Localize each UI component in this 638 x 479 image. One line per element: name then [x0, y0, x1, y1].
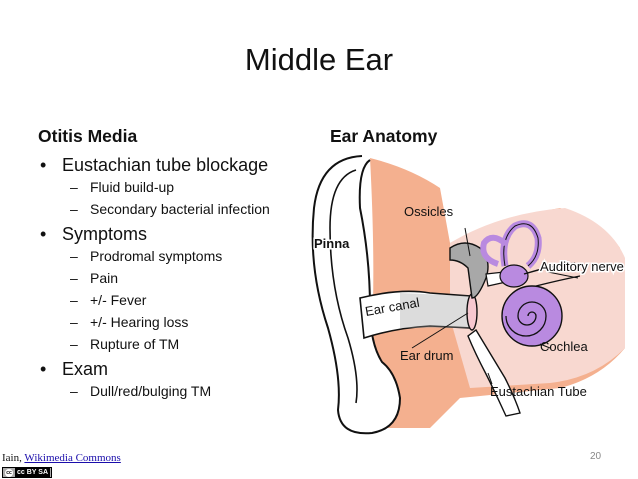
sub-bullet-secondary-infection: Secondary bacterial infection	[40, 198, 300, 220]
label-cochlea: Cochlea	[540, 339, 588, 354]
pointer-ossicles	[464, 227, 471, 257]
semicircular-canal-2	[480, 234, 508, 267]
ear-drum-shape	[466, 293, 478, 331]
ear-anatomy-heading: Ear Anatomy	[330, 126, 438, 146]
label-ear-drum: Ear drum	[400, 348, 453, 363]
bullet-exam: Exam	[40, 358, 300, 380]
auditory-nerve-shape-2	[535, 275, 581, 287]
ear-anatomy-diagram: Pinna Ossicles Auditory nerve Ear canal …	[311, 155, 625, 435]
cochlea-spiral	[505, 301, 547, 337]
bullet-eustachian-tube-blockage: Eustachian tube blockage	[40, 154, 300, 176]
label-pinna: Pinna	[314, 236, 350, 251]
sub-bullet-pain: Pain	[40, 267, 300, 289]
cc-icon: cc	[5, 468, 13, 477]
slide-title: Middle Ear	[244, 42, 394, 77]
cochlea-shape	[501, 285, 563, 347]
sub-bullet-fluid-build-up: Fluid build-up	[40, 176, 300, 198]
label-ossicles: Ossicles	[404, 204, 454, 219]
pinna-inner-fold	[329, 169, 358, 404]
sub-bullet-prodromal: Prodromal symptoms	[40, 245, 300, 267]
cc-license-text: cc BY SA	[15, 468, 50, 477]
ossicles-shape	[449, 242, 489, 299]
label-eustachian-tube: Eustachian Tube	[490, 384, 587, 399]
pointer-eustachian	[487, 372, 493, 385]
page-number: 20	[590, 451, 602, 462]
bullet-symptoms: Symptoms	[40, 223, 300, 245]
otitis-media-heading: Otitis Media	[38, 126, 138, 146]
credit-author: Iain,	[2, 452, 25, 464]
pointer-cochlea	[539, 343, 551, 349]
sub-bullet-hearing-loss: +/- Hearing loss	[40, 311, 300, 333]
ear-canal-shade	[400, 293, 472, 328]
wikimedia-commons-link[interactable]: Wikimedia Commons	[24, 452, 121, 464]
image-credit: Iain, Wikimedia Commons	[2, 452, 121, 464]
otitis-media-bullet-list: Eustachian tube blockage Fluid build-up …	[40, 154, 300, 402]
label-auditory-nerve: Auditory nerve	[540, 259, 624, 274]
pinna-outline	[311, 155, 402, 435]
cc-license-badge[interactable]: cc cc BY SA	[2, 467, 52, 478]
pointer-ear-drum	[411, 312, 469, 349]
eustachian-tube-shape	[467, 328, 521, 417]
vestibule	[499, 264, 529, 288]
sub-bullet-rupture-tm: Rupture of TM	[40, 333, 300, 355]
auditory-nerve-shape	[523, 262, 576, 275]
sub-bullet-dull-red-bulging: Dull/red/bulging TM	[40, 380, 300, 402]
pointer-auditory-nerve	[547, 271, 579, 279]
sub-bullet-fever: +/- Fever	[40, 289, 300, 311]
